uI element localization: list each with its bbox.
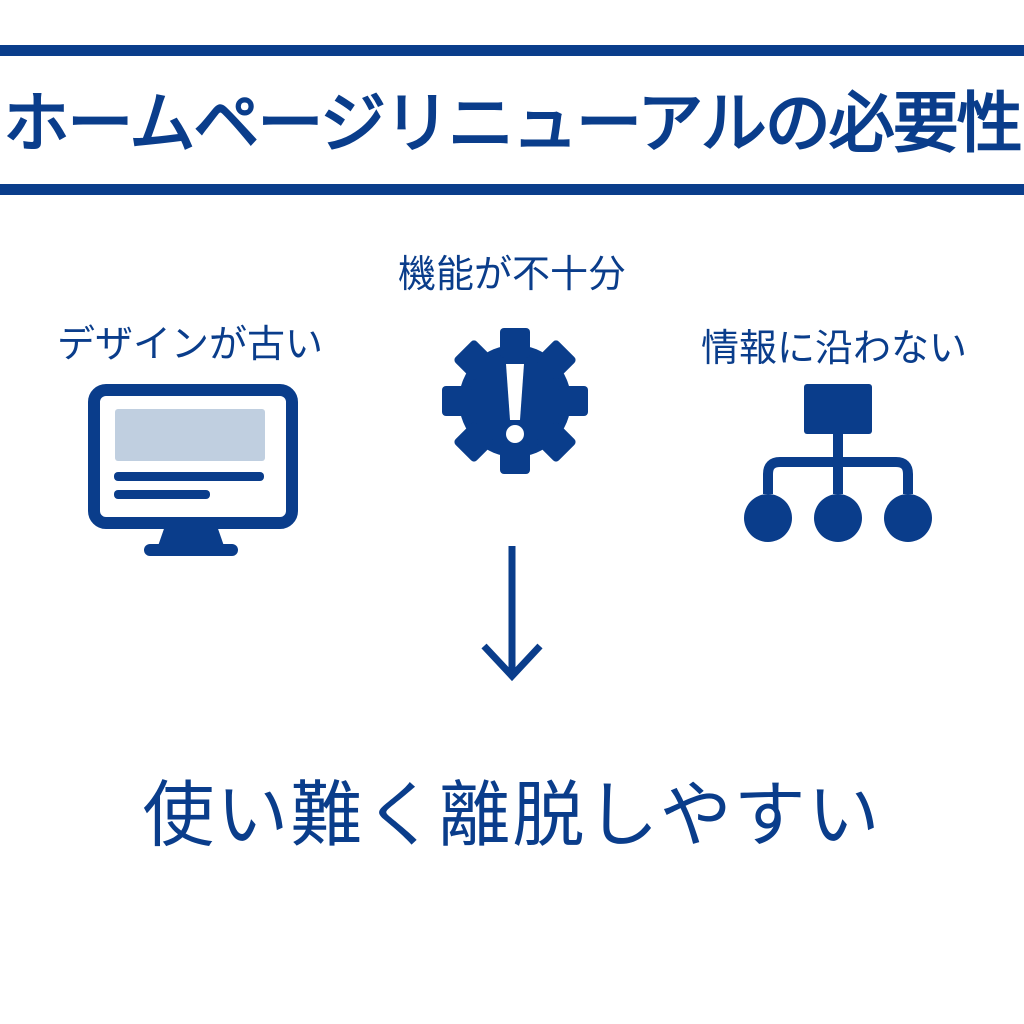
gear-warning-icon bbox=[442, 328, 588, 474]
monitor-icon bbox=[88, 384, 298, 556]
cause-label-design: デザインが古い bbox=[56, 322, 323, 366]
hierarchy-icon bbox=[744, 384, 932, 542]
down-arrow-icon bbox=[481, 546, 543, 682]
conclusion-text: 使い難く離脱しやすい bbox=[142, 773, 882, 857]
cause-label-information: 情報に沿わない bbox=[700, 326, 967, 370]
top-rule bbox=[0, 45, 1024, 56]
bottom-rule bbox=[0, 184, 1024, 195]
cause-label-function: 機能が不十分 bbox=[397, 252, 626, 296]
page-title: ホームページリニューアルの必要性 bbox=[3, 85, 1022, 162]
